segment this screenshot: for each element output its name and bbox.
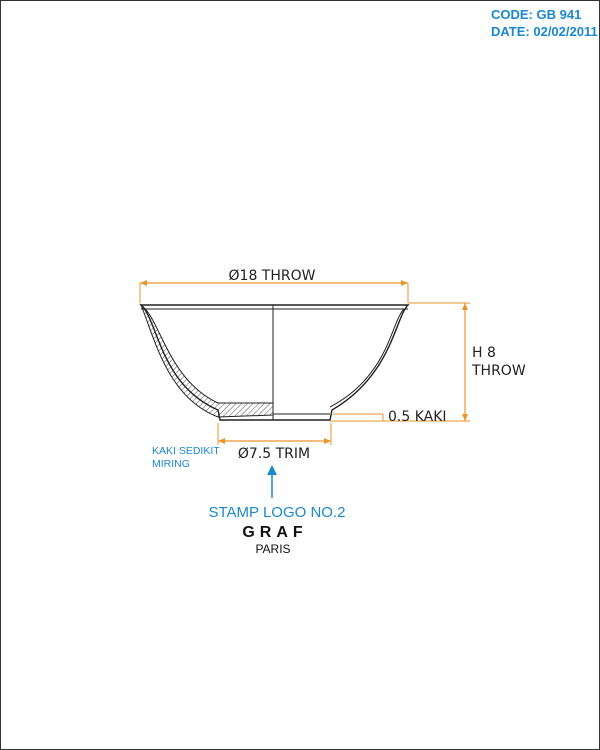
- arrow-left-icon: [218, 438, 225, 444]
- diameter-foot-label: Ø7.5 TRIM: [238, 446, 310, 462]
- code-label: CODE: GB 941: [491, 7, 581, 22]
- arrow-left-icon: [140, 280, 147, 286]
- stamp-brand: GRAF: [242, 524, 307, 541]
- stamp-city: PARIS: [255, 542, 290, 556]
- foot-note-line1: KAKI SEDIKIT: [152, 445, 220, 457]
- arrow-up-icon: [462, 303, 468, 310]
- inner-wall-line: [329, 308, 405, 408]
- arrow-right-icon: [401, 280, 408, 286]
- foot-height-label: 0.5 KAKI: [388, 409, 447, 425]
- arrow-up-icon: [267, 465, 277, 475]
- height-label-line1: H 8: [472, 345, 496, 361]
- foot-note-line2: MIRING: [152, 458, 190, 470]
- bowl-section-hatch: [139, 303, 274, 418]
- stamp-label: STAMP LOGO NO.2: [209, 504, 346, 521]
- arrow-down-icon: [462, 414, 468, 421]
- bowl-outline: [139, 304, 410, 421]
- diameter-top-label: Ø18 THROW: [229, 268, 316, 284]
- date-label: DATE: 02/02/2011: [491, 24, 598, 39]
- height-label-line2: THROW: [471, 363, 526, 379]
- arrow-right-icon: [324, 438, 331, 444]
